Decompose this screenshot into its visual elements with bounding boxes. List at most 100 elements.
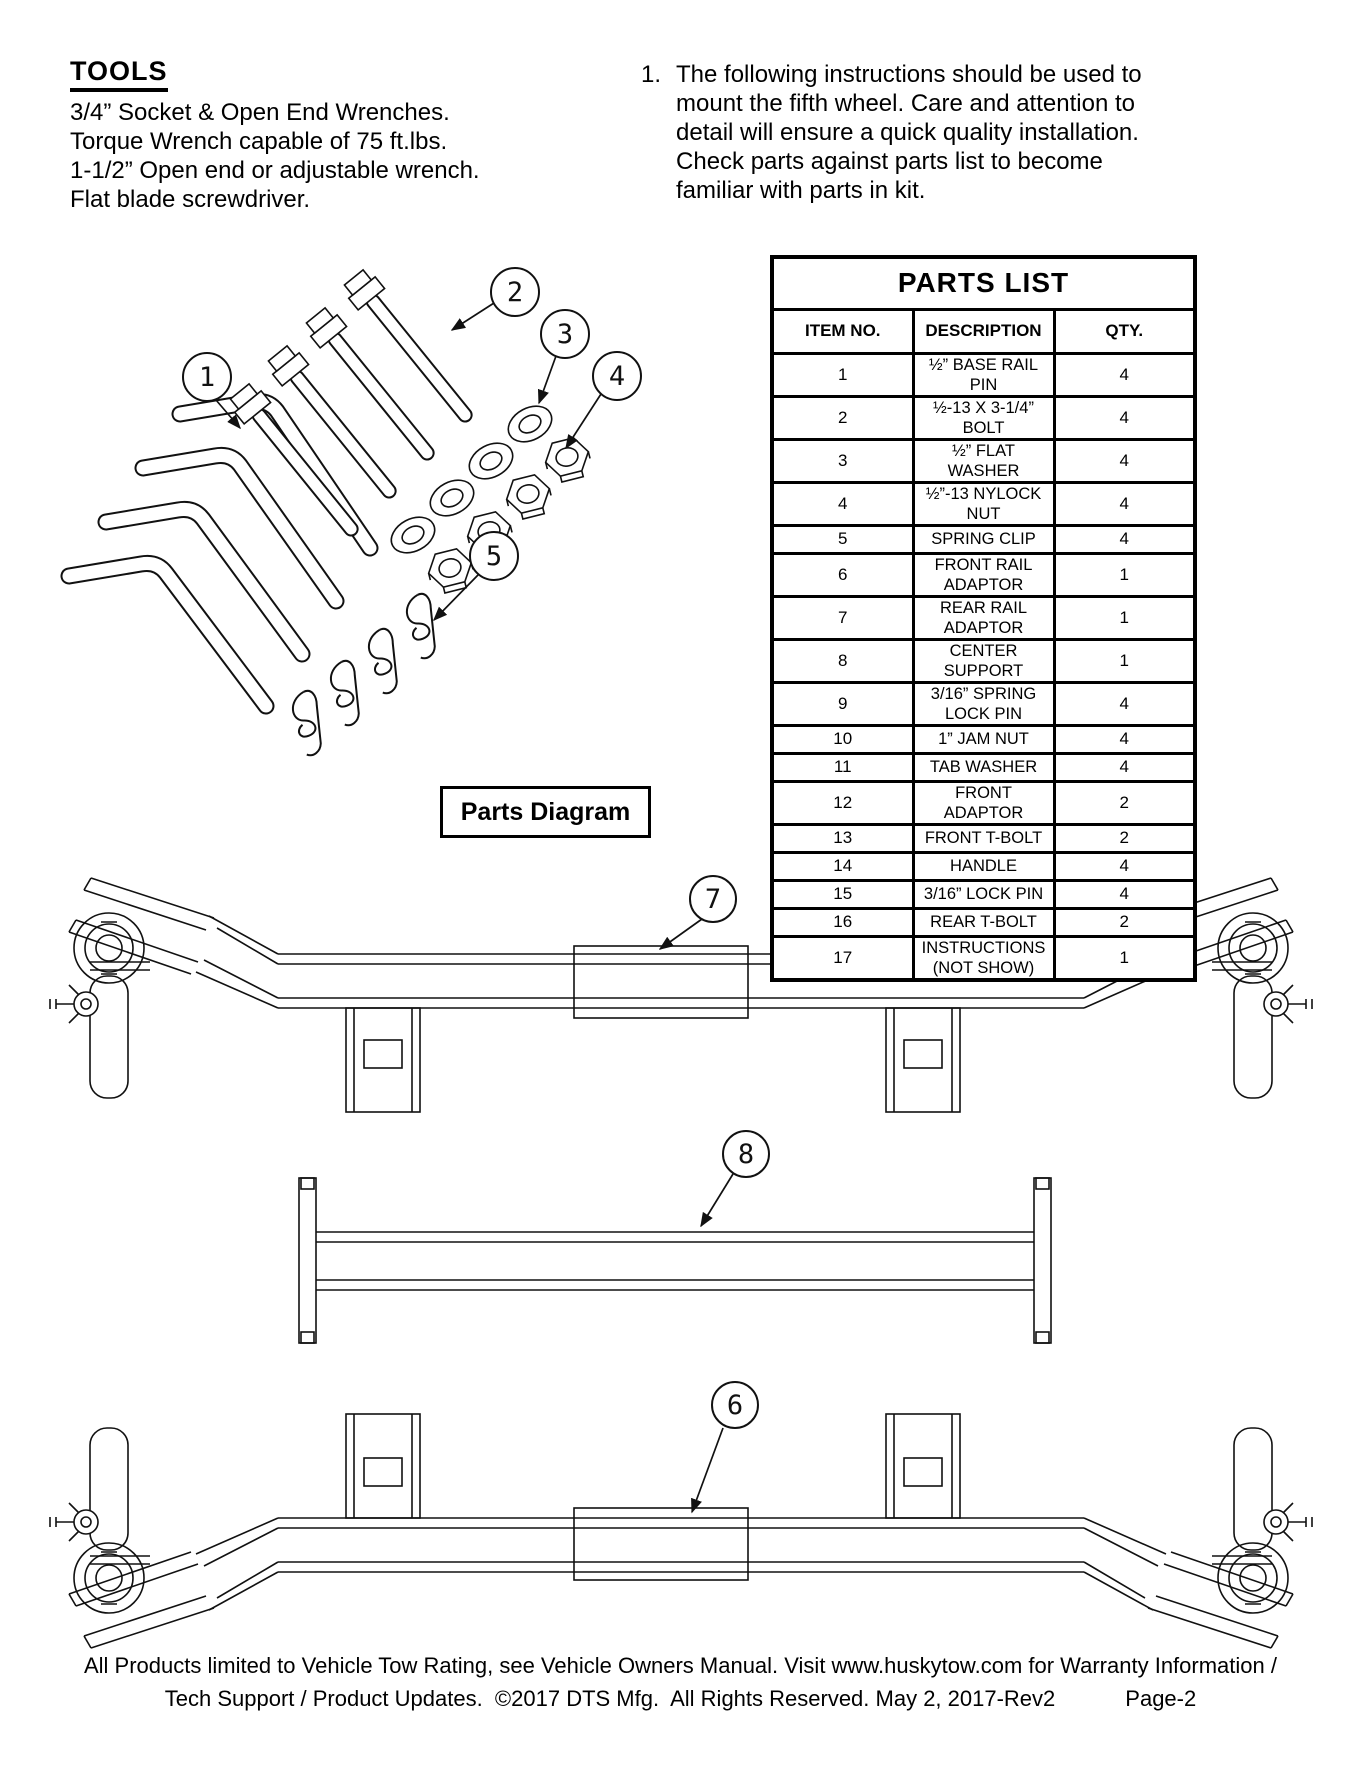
callout-2: 2 — [450, 267, 540, 331]
footer-line-2: Tech Support / Product Updates. ©2017 DT… — [0, 1686, 1361, 1712]
footer-copyright: Tech Support / Product Updates. ©2017 DT… — [164, 1686, 1056, 1711]
part-item-no: 11 — [770, 751, 915, 783]
part-qty: 2 — [1052, 822, 1197, 854]
part-item-no: 12 — [770, 779, 915, 826]
part-qty: 4 — [1052, 878, 1197, 910]
part-description: INSTRUCTIONS (NOT SHOW) — [911, 934, 1056, 981]
parts-list-row: 12 FRONT ADAPTOR 2 — [770, 779, 1197, 826]
footer-line-1: All Products limited to Vehicle Tow Rati… — [84, 1653, 1277, 1678]
parts-list-row: 16 REAR T-BOLT 2 — [770, 906, 1197, 938]
callout-1: 1 — [182, 352, 241, 430]
part-description: 1” JAM NUT — [911, 723, 1056, 755]
rear-rail-adaptor-drawing: 7 — [50, 875, 1312, 1112]
parts-list-row: 1 ½” BASE RAIL PIN 4 — [770, 351, 1197, 398]
part-description: ½” FLAT WASHER — [911, 437, 1056, 484]
parts-list-row: 9 3/16” SPRING LOCK PIN 4 — [770, 680, 1197, 727]
part-qty: 1 — [1052, 934, 1197, 981]
callout-7: 7 — [658, 875, 737, 950]
part-description: REAR T-BOLT — [911, 906, 1056, 938]
callout-8: 8 — [700, 1130, 770, 1228]
parts-list-row: 6 FRONT RAIL ADAPTOR 1 — [770, 551, 1197, 598]
parts-list-row: 4 ½”-13 NYLOCK NUT 4 — [770, 480, 1197, 527]
parts-list-row: 2 ½-13 X 3-1/4” BOLT 4 — [770, 394, 1197, 441]
part-qty: 4 — [1052, 723, 1197, 755]
part-qty: 4 — [1052, 680, 1197, 727]
part-description: FRONT ADAPTOR — [911, 779, 1056, 826]
tool-item: 1-1/2” Open end or adjustable wrench. — [70, 157, 480, 184]
part-item-no: 7 — [770, 594, 915, 641]
svg-text:8: 8 — [738, 1139, 754, 1170]
callout-6: 6 — [691, 1381, 759, 1514]
part-description: ½”-13 NYLOCK NUT — [911, 480, 1056, 527]
part-item-no: 3 — [770, 437, 915, 484]
part-item-no: 6 — [770, 551, 915, 598]
part-item-no: 13 — [770, 822, 915, 854]
part-description: TAB WASHER — [911, 751, 1056, 783]
parts-list-row: 14 HANDLE 4 — [770, 850, 1197, 882]
part-description: HANDLE — [911, 850, 1056, 882]
part-qty: 1 — [1052, 551, 1197, 598]
part-qty: 1 — [1052, 594, 1197, 641]
part-item-no: 17 — [770, 934, 915, 981]
part-qty: 4 — [1052, 394, 1197, 441]
base-rail-pins-illustration — [60, 392, 379, 715]
tools-heading: TOOLS — [70, 56, 168, 92]
parts-diagram-illustration: 1 2 3 4 5 — [60, 267, 642, 758]
instruction-step-1: 1. The following instructions should be … — [641, 60, 1171, 205]
part-qty: 4 — [1052, 480, 1197, 527]
part-item-no: 15 — [770, 878, 915, 910]
part-description: 3/16” LOCK PIN — [911, 878, 1056, 910]
part-item-no: 2 — [770, 394, 915, 441]
callout-3: 3 — [537, 309, 590, 405]
svg-text:1: 1 — [199, 362, 215, 393]
callout-5: 5 — [432, 531, 519, 622]
svg-text:2: 2 — [507, 277, 523, 308]
part-qty: 4 — [1052, 523, 1197, 555]
tool-item: Torque Wrench capable of 75 ft.lbs. — [70, 128, 448, 155]
part-qty: 4 — [1052, 351, 1197, 398]
part-qty: 4 — [1052, 850, 1197, 882]
center-support-drawing — [298, 1177, 1052, 1344]
part-item-no: 5 — [770, 523, 915, 555]
part-item-no: 8 — [770, 637, 915, 684]
instruction-number: 1. — [641, 61, 662, 88]
part-item-no: 10 — [770, 723, 915, 755]
part-qty: 1 — [1052, 637, 1197, 684]
part-qty: 2 — [1052, 906, 1197, 938]
page-number: Page-2 — [1125, 1686, 1197, 1711]
parts-diagram-label: Parts Diagram — [440, 786, 651, 838]
column-header-description: DESCRIPTION — [911, 307, 1056, 355]
part-description: 3/16” SPRING LOCK PIN — [911, 680, 1056, 727]
parts-list-row: 17 INSTRUCTIONS (NOT SHOW) 1 — [770, 934, 1197, 981]
part-item-no: 1 — [770, 351, 915, 398]
instruction-text: The following instructions should be use… — [676, 61, 1142, 204]
parts-list-row: 7 REAR RAIL ADAPTOR 1 — [770, 594, 1197, 641]
parts-list-row: 5 SPRING CLIP 4 — [770, 523, 1197, 555]
parts-list-row: 10 1” JAM NUT 4 — [770, 723, 1197, 755]
svg-text:5: 5 — [486, 541, 502, 572]
front-rail-adaptor-drawing: 6 — [50, 1381, 1312, 1648]
part-qty: 4 — [1052, 751, 1197, 783]
svg-text:3: 3 — [557, 319, 573, 350]
parts-list: PARTS LIST ITEM NO. DESCRIPTION QTY. 1 ½… — [770, 255, 1197, 982]
tool-item: Flat blade screwdriver. — [70, 186, 311, 213]
part-description: ½” BASE RAIL PIN — [911, 351, 1056, 398]
part-item-no: 4 — [770, 480, 915, 527]
bolts-illustration — [229, 268, 473, 537]
parts-list-row: 8 CENTER SUPPORT 1 — [770, 637, 1197, 684]
part-item-no: 14 — [770, 850, 915, 882]
column-header-item-no: ITEM NO. — [770, 307, 915, 355]
part-description: REAR RAIL ADAPTOR — [911, 594, 1056, 641]
svg-text:7: 7 — [705, 884, 721, 915]
column-header-qty: QTY. — [1052, 307, 1197, 355]
part-description: CENTER SUPPORT — [911, 637, 1056, 684]
part-description: ½-13 X 3-1/4” BOLT — [911, 394, 1056, 441]
part-description: FRONT T-BOLT — [911, 822, 1056, 854]
part-description: FRONT RAIL ADAPTOR — [911, 551, 1056, 598]
parts-list-row: 3 ½” FLAT WASHER 4 — [770, 437, 1197, 484]
svg-text:6: 6 — [727, 1390, 743, 1421]
callout-4: 4 — [565, 351, 642, 450]
part-qty: 4 — [1052, 437, 1197, 484]
spring-clips-illustration — [288, 591, 443, 758]
